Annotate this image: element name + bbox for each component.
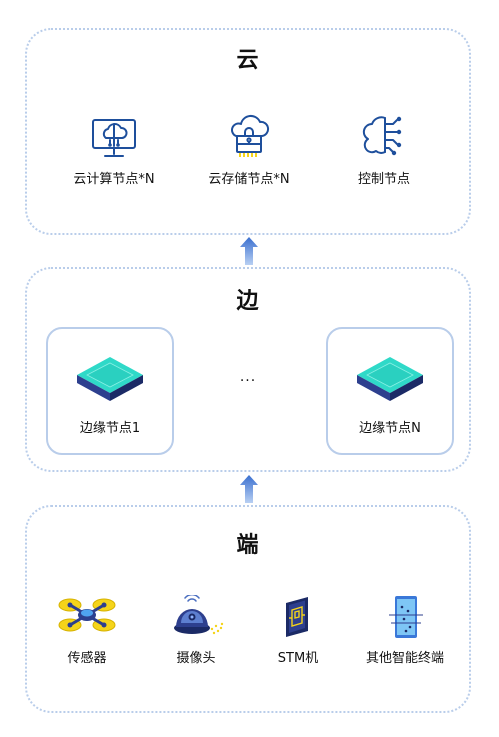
smart-terminal-device: 其他智能终端 xyxy=(345,595,465,666)
cloud-tier-title: 云 xyxy=(236,48,260,73)
ellipsis: ... xyxy=(239,369,257,385)
cloud-circuit-icon xyxy=(362,116,402,156)
chip-icon xyxy=(77,357,143,401)
up-arrow-icon xyxy=(240,237,258,265)
sensor-device: 传感器 xyxy=(27,595,147,666)
camera-icon xyxy=(174,595,224,635)
camera-device: 摄像头 xyxy=(136,595,256,666)
control-node-label: 控制节点 xyxy=(357,172,410,187)
smart-terminal-label: 其他智能终端 xyxy=(365,651,444,666)
sensor-label: 传感器 xyxy=(67,651,107,666)
chip-icon xyxy=(357,357,423,401)
smart-terminal-icon xyxy=(389,596,423,638)
cloud-computing-monitor-icon xyxy=(92,119,136,157)
edge-node-n: 边缘节点N xyxy=(326,327,454,455)
stm-device: STM机 xyxy=(238,595,358,666)
cloud-computing-node: 云计算节点*N xyxy=(54,110,174,187)
edge-node-1: 边缘节点1 xyxy=(46,327,174,455)
camera-label: 摄像头 xyxy=(176,651,216,666)
edge-node-1-label: 边缘节点1 xyxy=(79,421,141,436)
drone-sensor-icon xyxy=(58,598,116,632)
cloud-storage-node: 云存储节点*N xyxy=(189,110,309,187)
edge-node-n-label: 边缘节点N xyxy=(359,421,421,436)
cloud-tier: 云 云计算节点*N xyxy=(25,28,471,235)
end-tier-title: 端 xyxy=(236,533,260,558)
up-arrow-icon xyxy=(240,475,258,503)
stm-chip-icon xyxy=(286,597,308,637)
cloud-computing-label: 云计算节点*N xyxy=(73,172,155,187)
cloud-storage-lock-icon xyxy=(231,114,270,157)
control-node: 控制节点 xyxy=(324,110,444,187)
edge-tier: 边 边缘节点1 ... 边缘节点N xyxy=(25,267,471,472)
edge-tier-title: 边 xyxy=(236,289,260,314)
stm-label: STM机 xyxy=(277,651,319,666)
cloud-storage-label: 云存储节点*N xyxy=(208,172,290,187)
end-tier: 端 传感器 xyxy=(25,505,471,713)
